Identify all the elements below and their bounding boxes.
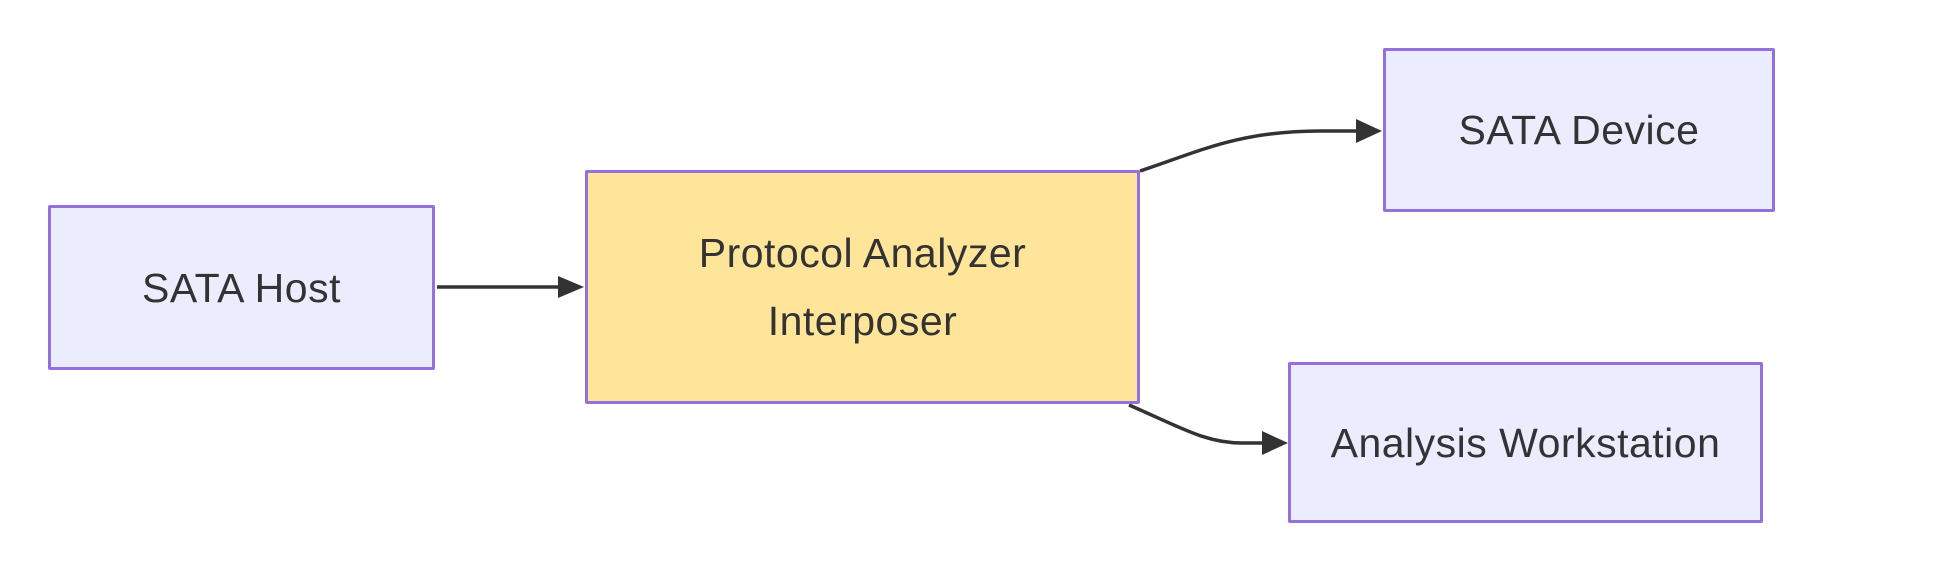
node-sata-device-label: SATA Device [1458, 107, 1700, 153]
edge-interposer-to-device [1139, 119, 1382, 173]
arrowhead-icon [1356, 119, 1382, 143]
node-analysis-workstation-label: Analysis Workstation [1330, 419, 1721, 466]
arrowhead-icon [558, 276, 584, 298]
node-sata-host: SATA Host [48, 205, 435, 370]
edge-interposer-to-workstation [1128, 403, 1288, 455]
node-sata-device: SATA Device [1383, 48, 1775, 212]
node-analysis-workstation: Analysis Workstation [1288, 362, 1763, 523]
edge-host-to-interposer [437, 276, 584, 298]
arrowhead-icon [1262, 431, 1288, 455]
node-protocol-analyzer-interposer: Protocol Analyzer Interposer [585, 170, 1140, 404]
node-sata-host-label: SATA Host [142, 264, 341, 311]
node-protocol-analyzer-interposer-label: Protocol Analyzer Interposer [698, 230, 1027, 344]
